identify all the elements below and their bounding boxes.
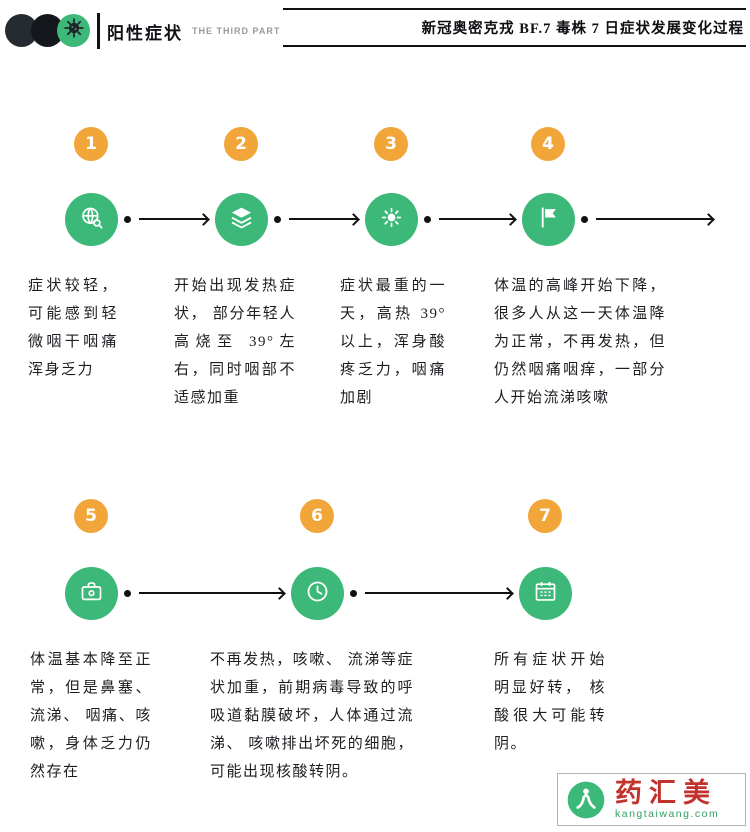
medical-kit-icon <box>78 578 105 610</box>
section-title-row: 阳性症状 THE THIRD PART <box>107 13 280 49</box>
step-4-number-badge: 4 <box>531 127 565 161</box>
step-4-description: 体温的高峰开始下降，很多人从这一天体温降为正常，不再发热，但仍然咽痛咽痒，一部分… <box>494 278 666 406</box>
arrow-shaft <box>596 218 712 220</box>
step-1-icon-circle <box>65 193 118 246</box>
section-title: 阳性症状 <box>107 23 183 43</box>
header-right: 新冠奥密克戎 BF.7 毒株 7 日症状发展变化过程 <box>283 8 746 47</box>
step-2-icon-circle <box>215 193 268 246</box>
step-3-description: 症状最重的一天，高热 39°以上，浑身酸疼乏力，咽痛加剧 <box>340 278 446 406</box>
header-divider <box>97 13 100 49</box>
step-2-number: 2 <box>235 134 247 154</box>
step-5-icon-circle <box>65 567 118 620</box>
step-4-icon-circle <box>522 193 575 246</box>
arrow-step5-step6 <box>124 586 286 600</box>
step-5-description: 体温基本降至正常，但是鼻塞、流涕、 咽痛、咳嗽，身体乏力仍然存在 <box>30 652 152 780</box>
arrow-dot <box>124 215 131 223</box>
brand-box: 药汇美 kangtaiwang.com <box>557 773 746 826</box>
arrow-step6-step7 <box>350 586 514 600</box>
step-5-number-badge: 5 <box>74 499 108 533</box>
step-7-icon-circle <box>519 567 572 620</box>
arrow-head-icon <box>702 212 715 226</box>
brand-name: 药汇美 <box>615 777 717 808</box>
step-7-number-badge: 7 <box>528 499 562 533</box>
step-1-number: 1 <box>85 134 97 154</box>
arrow-shaft <box>139 592 283 594</box>
step-1-number-badge: 1 <box>74 127 108 161</box>
arrow-head-icon <box>504 212 517 226</box>
step-7-number: 7 <box>539 506 551 526</box>
layers-icon <box>228 204 255 236</box>
header-rule-top <box>283 8 746 10</box>
step-4-number: 4 <box>542 134 554 154</box>
virus-burst-icon <box>378 204 405 236</box>
step-6-number-badge: 6 <box>300 499 334 533</box>
step-6-number: 6 <box>311 506 323 526</box>
arrow-dot <box>350 589 357 597</box>
clock-icon <box>304 578 331 610</box>
step-2-number-badge: 2 <box>224 127 258 161</box>
arrow-step1-step2 <box>124 212 210 226</box>
arrow-shaft <box>139 218 207 220</box>
arrow-dot <box>581 215 588 223</box>
arrow-step2-step3 <box>274 212 360 226</box>
globe-search-icon <box>78 204 105 236</box>
step-3-number: 3 <box>385 134 397 154</box>
brand-text-column: 药汇美 kangtaiwang.com <box>615 777 720 821</box>
step-6-description: 不再发热，咳嗽、 流涕等症状加重，前期病毒导致的呼吸道黏膜破坏，人体通过流涕、 … <box>210 652 414 780</box>
arrow-shaft <box>439 218 514 220</box>
arrow-head-icon <box>197 212 210 226</box>
flag-icon <box>535 204 562 236</box>
step-7-description: 所有症状开始明显好转， 核酸很大可能转阴。 <box>494 652 606 752</box>
arrow-shaft <box>289 218 357 220</box>
section-subtitle: THE THIRD PART <box>192 26 281 36</box>
step-2-description: 开始出现发热症状， 部分年轻人高烧至 39°左右，同时咽部不适感加重 <box>174 278 296 406</box>
arrow-shaft <box>365 592 511 594</box>
arrow-dot <box>124 589 131 597</box>
arrow-step3-step4 <box>424 212 517 226</box>
header-rule-bottom <box>283 45 746 47</box>
step-6-icon-circle <box>291 567 344 620</box>
arrow-head-icon <box>347 212 360 226</box>
step-5-number: 5 <box>85 506 97 526</box>
arrow-dot <box>424 215 431 223</box>
brand-website: kangtaiwang.com <box>615 808 720 821</box>
arrow-head-icon <box>501 586 514 600</box>
calendar-icon <box>532 578 559 610</box>
step-1-description: 症状较轻，可能感到轻微咽干咽痛浑身乏力 <box>28 278 118 378</box>
arrow-head-icon <box>273 586 286 600</box>
arrow-dot <box>274 215 281 223</box>
leaf-person-icon <box>566 780 606 820</box>
logo-circle-green <box>57 14 90 47</box>
step-3-number-badge: 3 <box>374 127 408 161</box>
step-3-icon-circle <box>365 193 418 246</box>
page-title: 新冠奥密克戎 BF.7 毒株 7 日症状发展变化过程 <box>421 21 744 37</box>
virus-icon <box>62 16 86 45</box>
arrow-step4-next <box>581 212 715 226</box>
